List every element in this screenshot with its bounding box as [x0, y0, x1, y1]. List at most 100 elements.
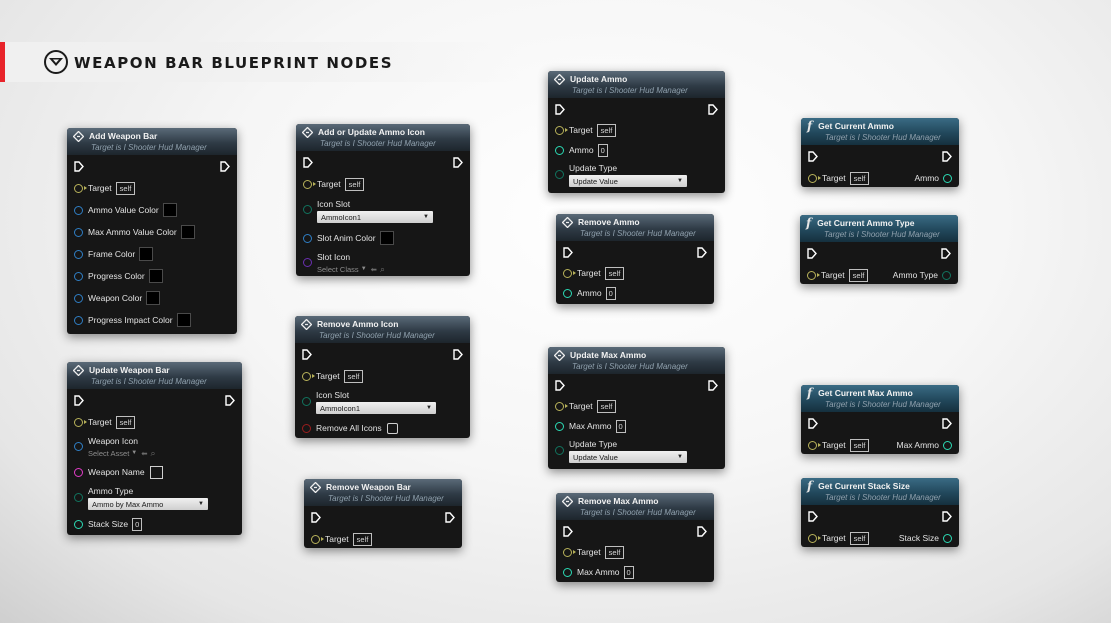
exec-out-icon[interactable] [445, 512, 455, 523]
enum-pin-icon[interactable] [942, 270, 951, 280]
exec-in-icon[interactable] [303, 157, 313, 168]
exec-out-icon[interactable] [942, 418, 952, 429]
pin-weapon-color[interactable]: Weapon Color [74, 287, 230, 309]
object-ref-pin-icon[interactable] [74, 442, 83, 451]
node-get-current-ammo[interactable]: f Get Current Ammo Target is I Shooter H… [801, 118, 959, 187]
node-header[interactable]: Remove Max Ammo Target is I Shooter Hud … [556, 493, 714, 520]
exec-out-icon[interactable] [453, 157, 463, 168]
int-pin-icon[interactable] [74, 519, 83, 529]
exec-out-icon[interactable] [453, 349, 463, 360]
color-swatch[interactable] [139, 247, 154, 261]
node-get-current-max-ammo[interactable]: f Get Current Max Ammo Target is I Shoot… [801, 385, 959, 454]
node-header[interactable]: Update Max Ammo Target is I Shooter Hud … [548, 347, 725, 374]
class-selector[interactable]: Select Class▼⬅⌕ [317, 264, 385, 275]
exec-in-icon[interactable] [563, 526, 573, 537]
int-value[interactable]: 0 [623, 565, 634, 579]
exec-in-icon[interactable] [74, 395, 84, 406]
pin-weapon-name[interactable]: Weapon Name [74, 461, 235, 483]
struct-pin-icon[interactable] [74, 249, 83, 259]
pin-update-type[interactable]: Update Type Update Value▼ [555, 436, 718, 466]
object-pin-icon[interactable] [808, 533, 821, 543]
struct-pin-icon[interactable] [74, 293, 83, 303]
pin-progress-color[interactable]: Progress Color [74, 265, 230, 287]
checkbox[interactable] [386, 422, 398, 434]
exec-in-icon[interactable] [807, 248, 817, 259]
pin-update-type[interactable]: Update Type Update Value▼ [555, 160, 718, 190]
exec-in-icon[interactable] [555, 380, 565, 391]
int-pin-icon[interactable] [555, 145, 564, 155]
pin-max-ammo-value-color[interactable]: Max Ammo Value Color [74, 221, 230, 243]
ammo-type-dropdown[interactable]: Ammo by Max Ammo▼ [88, 498, 208, 510]
enum-pin-icon[interactable] [74, 493, 83, 502]
node-header[interactable]: Remove Ammo Icon Target is I Shooter Hud… [295, 316, 470, 343]
struct-pin-icon[interactable] [303, 233, 312, 243]
struct-pin-icon[interactable] [74, 205, 83, 215]
search-icon[interactable]: ⌕ [379, 263, 385, 274]
pin-icon-slot[interactable]: Icon Slot AmmoIcon1▼ [303, 195, 463, 227]
struct-pin-icon[interactable] [74, 271, 83, 281]
exec-out-icon[interactable] [220, 161, 230, 172]
int-value[interactable]: 0 [615, 419, 626, 433]
enum-pin-icon[interactable] [303, 205, 312, 214]
node-header[interactable]: Update Ammo Target is I Shooter Hud Mana… [548, 71, 725, 98]
exec-in-icon[interactable] [311, 512, 321, 523]
color-swatch[interactable] [146, 291, 161, 305]
node-remove-ammo[interactable]: Remove Ammo Target is I Shooter Hud Mana… [556, 214, 714, 304]
pin-slot-icon[interactable]: Slot Icon Select Class▼⬅⌕ [303, 249, 463, 276]
node-header[interactable]: Remove Ammo Target is I Shooter Hud Mana… [556, 214, 714, 241]
node-update-max-ammo[interactable]: Update Max Ammo Target is I Shooter Hud … [548, 347, 725, 469]
int-pin-icon[interactable] [943, 533, 952, 543]
int-value[interactable]: 0 [597, 143, 608, 157]
text-input-box[interactable] [149, 465, 163, 479]
node-add-weapon-bar[interactable]: Add Weapon Bar Target is I Shooter Hud M… [67, 128, 237, 334]
object-pin-icon[interactable] [303, 179, 316, 189]
color-swatch[interactable] [148, 269, 163, 283]
object-pin-icon[interactable] [808, 173, 821, 183]
object-pin-icon[interactable] [74, 183, 87, 193]
exec-in-icon[interactable] [563, 247, 573, 258]
pin-ammo-value-color[interactable]: Ammo Value Color [74, 199, 230, 221]
node-add-or-update-ammo-icon[interactable]: Add or Update Ammo Icon Target is I Shoo… [296, 124, 470, 276]
color-swatch[interactable] [180, 225, 195, 239]
exec-out-icon[interactable] [708, 104, 718, 115]
node-header[interactable]: Update Weapon Bar Target is I Shooter Hu… [67, 362, 242, 389]
node-remove-max-ammo[interactable]: Remove Max Ammo Target is I Shooter Hud … [556, 493, 714, 582]
exec-out-icon[interactable] [697, 526, 707, 537]
int-value[interactable]: 0 [132, 517, 143, 531]
color-swatch[interactable] [176, 313, 191, 327]
int-pin-icon[interactable] [563, 288, 572, 298]
exec-in-icon[interactable] [302, 349, 312, 360]
struct-pin-icon[interactable] [74, 315, 83, 325]
object-pin-icon[interactable] [311, 534, 324, 544]
node-header[interactable]: f Get Current Ammo Type Target is I Shoo… [800, 215, 958, 242]
update-type-dropdown[interactable]: Update Value▼ [569, 451, 687, 463]
asset-selector[interactable]: Select Asset▼⬅⌕ [88, 448, 156, 459]
bool-pin-icon[interactable] [302, 423, 311, 433]
exec-in-icon[interactable] [555, 104, 565, 115]
exec-in-icon[interactable] [808, 511, 818, 522]
node-header[interactable]: f Get Current Ammo Target is I Shooter H… [801, 118, 959, 145]
exec-out-icon[interactable] [941, 248, 951, 259]
pin-progress-impact-color[interactable]: Progress Impact Color [74, 309, 230, 331]
object-pin-icon[interactable] [555, 401, 568, 411]
struct-pin-icon[interactable] [74, 227, 83, 237]
search-icon[interactable]: ⌕ [150, 447, 156, 458]
use-selected-arrow-icon[interactable]: ⬅ [370, 264, 377, 274]
enum-pin-icon[interactable] [555, 446, 564, 455]
node-get-current-stack-size[interactable]: f Get Current Stack Size Target is I Sho… [801, 478, 959, 547]
string-pin-icon[interactable] [74, 467, 83, 477]
exec-out-icon[interactable] [225, 395, 235, 406]
node-remove-weapon-bar[interactable]: Remove Weapon Bar Target is I Shooter Hu… [304, 479, 462, 548]
color-swatch[interactable] [162, 203, 177, 217]
exec-out-icon[interactable] [708, 380, 718, 391]
pin-slot-anim-color[interactable]: Slot Anim Color [303, 227, 463, 249]
